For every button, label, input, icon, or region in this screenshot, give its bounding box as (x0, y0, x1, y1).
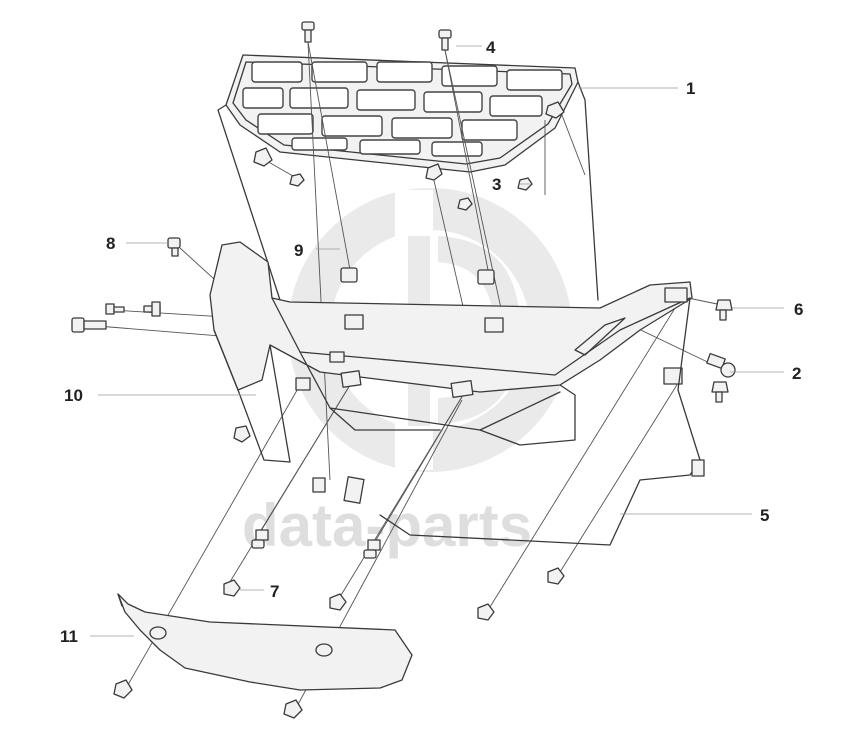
watermark-text: data-parts (242, 492, 532, 559)
callout-1: 1 (686, 79, 695, 98)
clip-icon (340, 267, 358, 283)
bolt-icon (71, 317, 107, 333)
nut-icon (253, 147, 273, 167)
callout-8: 8 (106, 234, 115, 253)
nut-icon (547, 567, 565, 585)
bolt-icon (113, 679, 133, 699)
callout-leaders (90, 45, 784, 637)
bracket-hardware (233, 351, 345, 493)
part-9-clips (340, 267, 495, 285)
callout-2: 2 (792, 364, 801, 383)
bolt-icon (283, 699, 303, 719)
part-1-floor-grid (217, 54, 599, 301)
callout-7: 7 (270, 582, 279, 601)
nut-icon (289, 173, 305, 187)
grid-cells (242, 61, 563, 157)
part-2-screw (706, 352, 736, 378)
part-6-screws (711, 299, 733, 403)
bolt-icon (438, 29, 452, 51)
screw-icon (715, 299, 733, 311)
bolt-icon (301, 21, 315, 43)
nut-icon (223, 579, 241, 597)
part-4-bolts (301, 21, 452, 51)
screw-icon (711, 381, 729, 393)
callout-labels: 1 2 3 4 5 6 7 8 9 10 11 (60, 38, 803, 646)
part-11-lower-panel (113, 593, 413, 719)
callout-6: 6 (794, 300, 803, 319)
part-5-side-cover (379, 297, 705, 546)
callout-4: 4 (486, 38, 496, 57)
callout-9: 9 (294, 241, 303, 260)
nut-icon (477, 603, 495, 621)
bolt-icon (251, 529, 269, 549)
nut-icon (545, 101, 565, 119)
mounting-hole (149, 626, 167, 640)
screw-head-icon (720, 362, 736, 378)
nut-icon (457, 197, 473, 211)
bolt-icon (363, 539, 381, 559)
clip-icon (477, 269, 495, 285)
callout-11: 11 (60, 627, 78, 646)
part-7-nuts-bolts (223, 529, 565, 621)
part-8-fasteners (71, 237, 181, 333)
mounting-hole (315, 643, 333, 657)
rivet-icon (105, 303, 125, 315)
nut-icon (425, 163, 443, 181)
callout-5: 5 (760, 506, 769, 525)
part-3-nuts (253, 101, 565, 211)
callout-3: 3 (492, 175, 501, 194)
rivet-icon (143, 301, 161, 317)
nut-icon (329, 593, 347, 611)
screw-icon (167, 237, 181, 257)
callout-10: 10 (64, 386, 83, 405)
